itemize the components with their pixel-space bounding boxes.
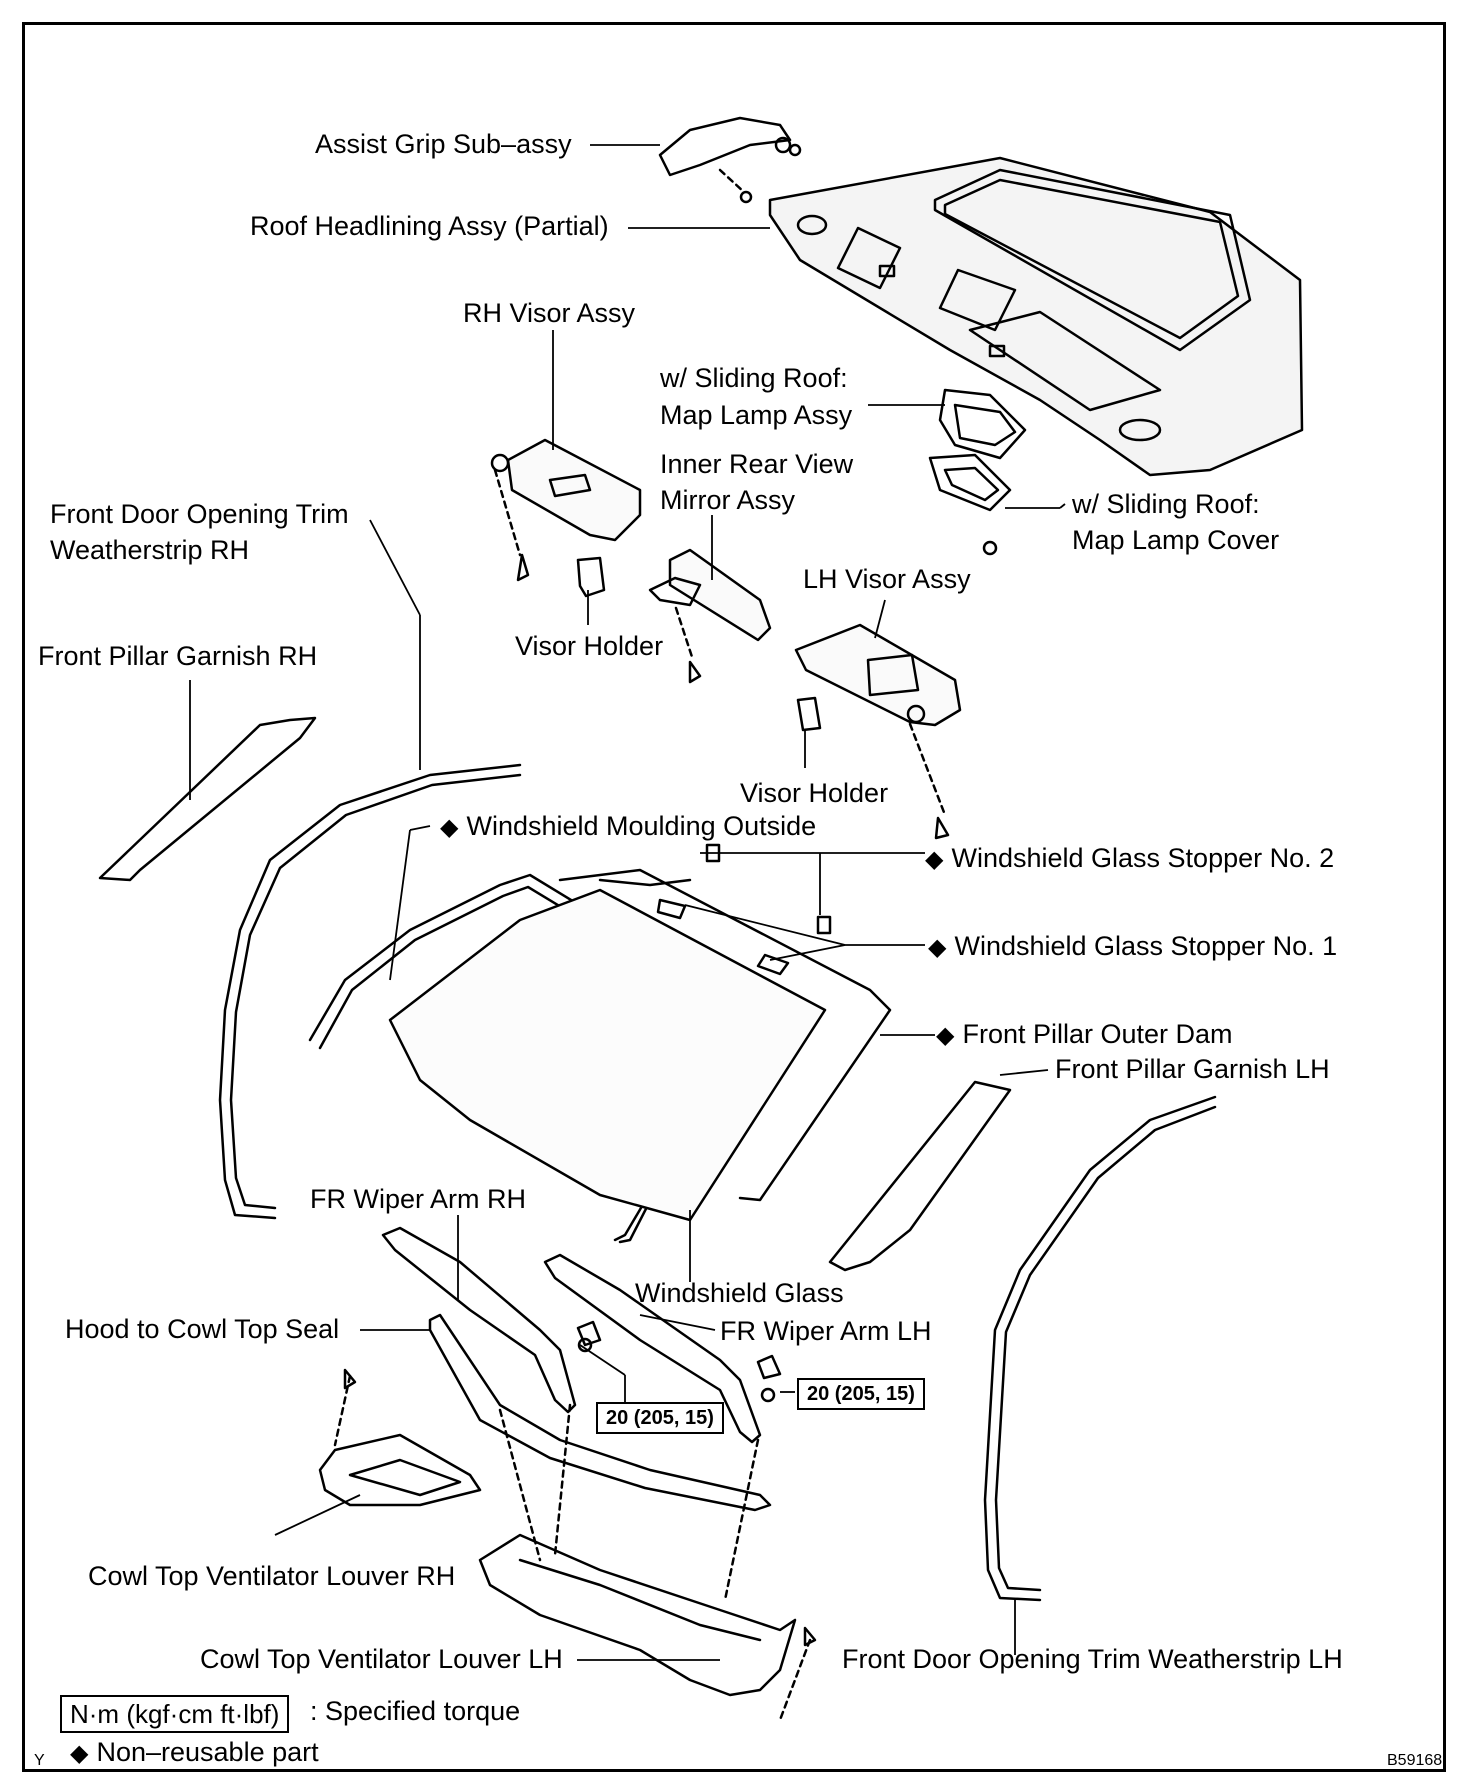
wiper-arm-rh-part [381,1226,577,1414]
label-map-lamp-line2: Map Lamp Assy [660,400,853,430]
label-windshield-moulding-text: Windshield Moulding Outside [466,811,817,841]
label-inner-mirror-line2: Mirror Assy [660,485,795,515]
map-lamp-part [928,388,1027,556]
lh-visor-part [794,623,962,840]
inner-mirror-part [648,548,772,684]
label-rh-visor: RH Visor Assy [463,298,636,328]
front-door-trim-rh-part [218,763,522,1220]
torque-box-rh: 20 (205, 15) [596,1402,724,1434]
corner-code-left: Y [34,1752,45,1769]
label-lh-visor: LH Visor Assy [803,564,971,594]
label-door-trim-rh-line1: Front Door Opening Trim [50,499,349,529]
label-visor-holder-rh: Visor Holder [515,631,664,661]
label-outer-dam: ◆ Front Pillar Outer Dam [936,1018,1233,1052]
label-cowl-louver-rh: Cowl Top Ventilator Louver RH [88,1561,456,1591]
label-stopper-1-text: Windshield Glass Stopper No. 1 [954,931,1338,961]
front-pillar-garnish-rh-part [98,716,317,882]
label-map-lamp-cover-line1: w/ Sliding Roof: [1072,489,1260,519]
diagram-frame [22,22,1446,1772]
non-reusable-symbol: ◆ [440,814,459,841]
windshield-glass-part [388,888,827,1222]
label-roof-headlining: Roof Headlining Assy (Partial) [250,211,609,241]
outer-dam-part [558,868,892,1202]
label-windshield-glass: Windshield Glass [635,1278,844,1308]
cowl-louver-rh-part [318,1433,482,1507]
torque-box-lh: 20 (205, 15) [797,1378,925,1410]
label-door-trim-lh: Front Door Opening Trim Weatherstrip LH [842,1644,1343,1674]
cowl-louver-lh-part [478,1533,797,1697]
label-inner-mirror-line1: Inner Rear View [660,449,854,479]
cowl-seal-part [428,1313,772,1512]
front-door-trim-lh-part [983,1095,1217,1602]
label-stopper-2-text: Windshield Glass Stopper No. 2 [951,843,1335,873]
label-stopper-1: ◆ Windshield Glass Stopper No. 1 [928,930,1337,964]
rh-visor-part [490,438,642,598]
non-reusable-symbol: ◆ [936,1022,955,1049]
label-cowl-seal: Hood to Cowl Top Seal [65,1314,340,1344]
non-reusable-symbol: ◆ [925,846,944,873]
label-cowl-louver-lh: Cowl Top Ventilator Louver LH [200,1644,563,1674]
legend-non-reusable-text: Non–reusable part [96,1737,319,1767]
label-map-lamp-line1: w/ Sliding Roof: [660,363,848,393]
legend-torque-unit: N·m (kgf·cm ft·lbf) [60,1695,290,1733]
non-reusable-symbol: ◆ [70,1740,89,1767]
label-assist-grip: Assist Grip Sub–assy [315,129,572,159]
non-reusable-symbol: ◆ [928,934,947,961]
label-outer-dam-text: Front Pillar Outer Dam [962,1019,1233,1049]
label-stopper-2: ◆ Windshield Glass Stopper No. 2 [925,842,1334,876]
label-map-lamp-cover-line2: Map Lamp Cover [1072,525,1280,555]
label-visor-holder-lh: Visor Holder [740,778,889,808]
label-wiper-arm-rh: FR Wiper Arm RH [310,1184,526,1214]
label-wiper-arm-lh: FR Wiper Arm LH [720,1316,932,1346]
label-pillar-garnish-lh: Front Pillar Garnish LH [1055,1054,1330,1084]
label-windshield-moulding: ◆ Windshield Moulding Outside [440,810,816,844]
label-door-trim-rh-line2: Weatherstrip RH [50,535,250,565]
figure-code: B59168 [1387,1752,1443,1769]
wiper-arm-lh-part [543,1253,762,1444]
assist-grip-part [658,116,802,204]
label-pillar-garnish-rh: Front Pillar Garnish RH [38,641,318,671]
legend-torque-text: : Specified torque [310,1696,521,1726]
roof-headlining-part [768,156,1304,477]
legend-non-reusable: ◆ Non–reusable part [70,1736,319,1770]
front-pillar-garnish-lh-part [828,1080,1012,1272]
